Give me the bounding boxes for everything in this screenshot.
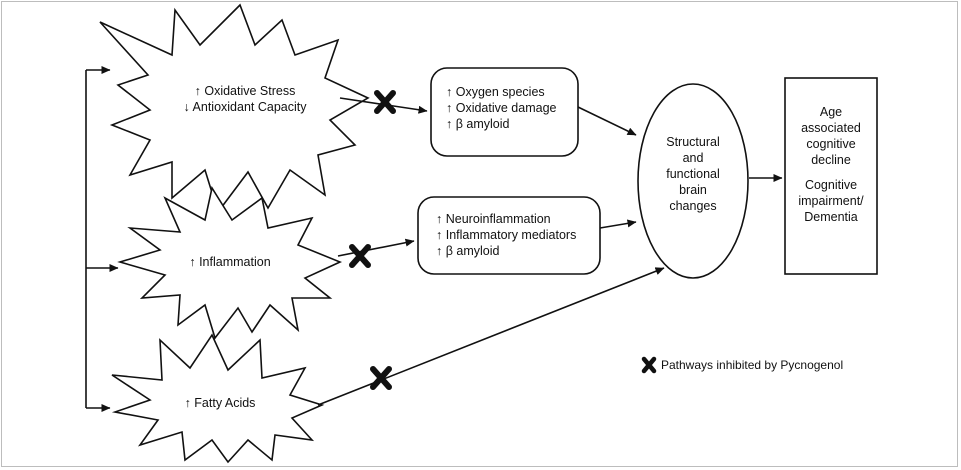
outcome-line-7: Dementia (804, 210, 858, 224)
outcome-line-2: associated (801, 121, 861, 135)
oxidative-label: ↑ Oxidative Stress ↓ Antioxidant Capacit… (165, 83, 325, 115)
oxidative-effect-2: ↑ Oxidative damage (446, 101, 557, 115)
oxidative-line-1: ↑ Oxidative Stress (194, 84, 296, 98)
outcome-line-6: impairment/ (798, 194, 864, 208)
inflammation-effect-3: ↑ β amyloid (436, 244, 500, 258)
starburst-fatty (111, 333, 325, 464)
oxidative-effect-1: ↑ Oxygen species (446, 85, 545, 99)
effect-box-inflammation (417, 196, 601, 275)
starburst-inflammation (117, 185, 343, 340)
inflammation-effect-1: ↑ Neuroinflammation (436, 212, 551, 226)
brain-line-2: and (682, 151, 704, 165)
arrow-inflammation-to-box (337, 238, 415, 257)
outcome-label: Age associated cognitive decline Cogniti… (787, 104, 875, 225)
outcome-spacer (787, 168, 875, 177)
brain-line-1: Structural (666, 135, 720, 149)
legend-inhibit-mark (641, 356, 657, 374)
inhibit-mark-inflammation (349, 244, 371, 268)
oxidative-line-2: ↓ Antioxidant Capacity (183, 100, 307, 114)
fatty-line-1: ↑ Fatty Acids (184, 396, 256, 410)
brain-line-5: changes (669, 199, 717, 213)
brain-changes-label: Structural and functional brain changes (648, 134, 738, 214)
outcome-line-4: decline (811, 153, 851, 167)
inflammation-line-1: ↑ Inflammation (189, 255, 271, 269)
inhibit-mark-fatty (370, 366, 392, 390)
inflammation-effects-list: ↑ Neuroinflammation ↑ Inflammatory media… (436, 211, 596, 259)
inflammation-label: ↑ Inflammation (175, 254, 285, 270)
effect-box-oxidative (430, 67, 579, 157)
arrow-fatty-to-brain (317, 267, 665, 406)
arrow-box-inflammation-to-brain (599, 219, 637, 229)
inflammation-effect-2: ↑ Inflammatory mediators (436, 228, 577, 242)
inhibit-mark-oxidative (374, 90, 396, 114)
starburst-oxidative (99, 3, 370, 214)
fatty-label: ↑ Fatty Acids (165, 395, 275, 411)
oxidative-effects-list: ↑ Oxygen species ↑ Oxidative damage ↑ β … (446, 84, 576, 132)
outcome-box (784, 77, 878, 275)
legend-text: Pathways inhibited by Pycnogenol (661, 358, 844, 372)
brain-changes-ellipse (637, 83, 749, 279)
oxidative-effect-3: ↑ β amyloid (446, 117, 510, 131)
brain-line-4: brain (679, 183, 707, 197)
outcome-line-3: cognitive (806, 137, 856, 151)
arrow-box-oxidative-to-brain (577, 106, 637, 136)
brain-line-3: functional (666, 167, 720, 181)
legend-label: Pathways inhibited by Pycnogenol (661, 357, 921, 373)
outcome-line-5: Cognitive (804, 178, 858, 192)
outcome-line-1: Age (819, 105, 843, 119)
